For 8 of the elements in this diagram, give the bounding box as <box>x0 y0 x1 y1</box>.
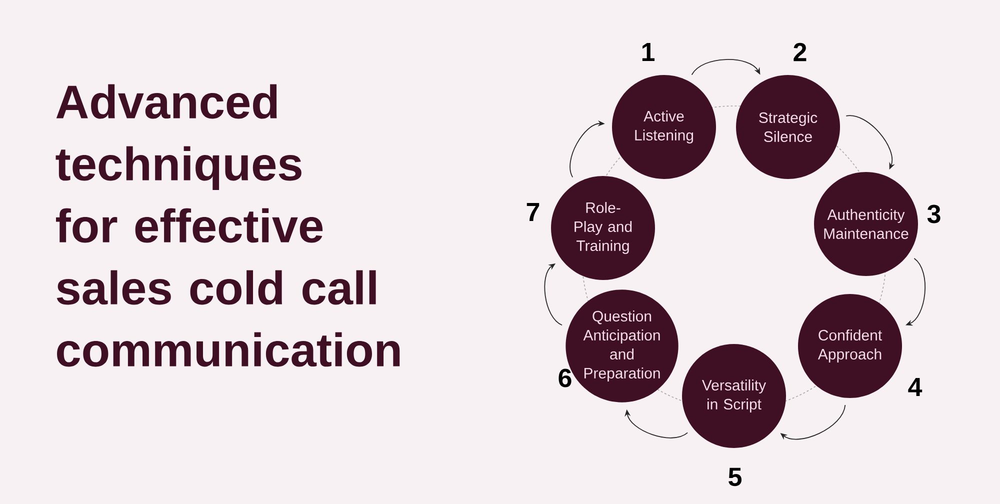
step-number: 1 <box>642 43 655 61</box>
curved-arrow <box>691 59 760 76</box>
step-number: 4 <box>908 378 922 396</box>
step-number: 7 <box>526 203 540 221</box>
title: Advanced techniques for effective sales cold call communication <box>56 84 400 367</box>
step-number: 5 <box>728 468 742 486</box>
step-number: 2 <box>794 42 806 62</box>
step-number: 3 <box>927 204 940 224</box>
